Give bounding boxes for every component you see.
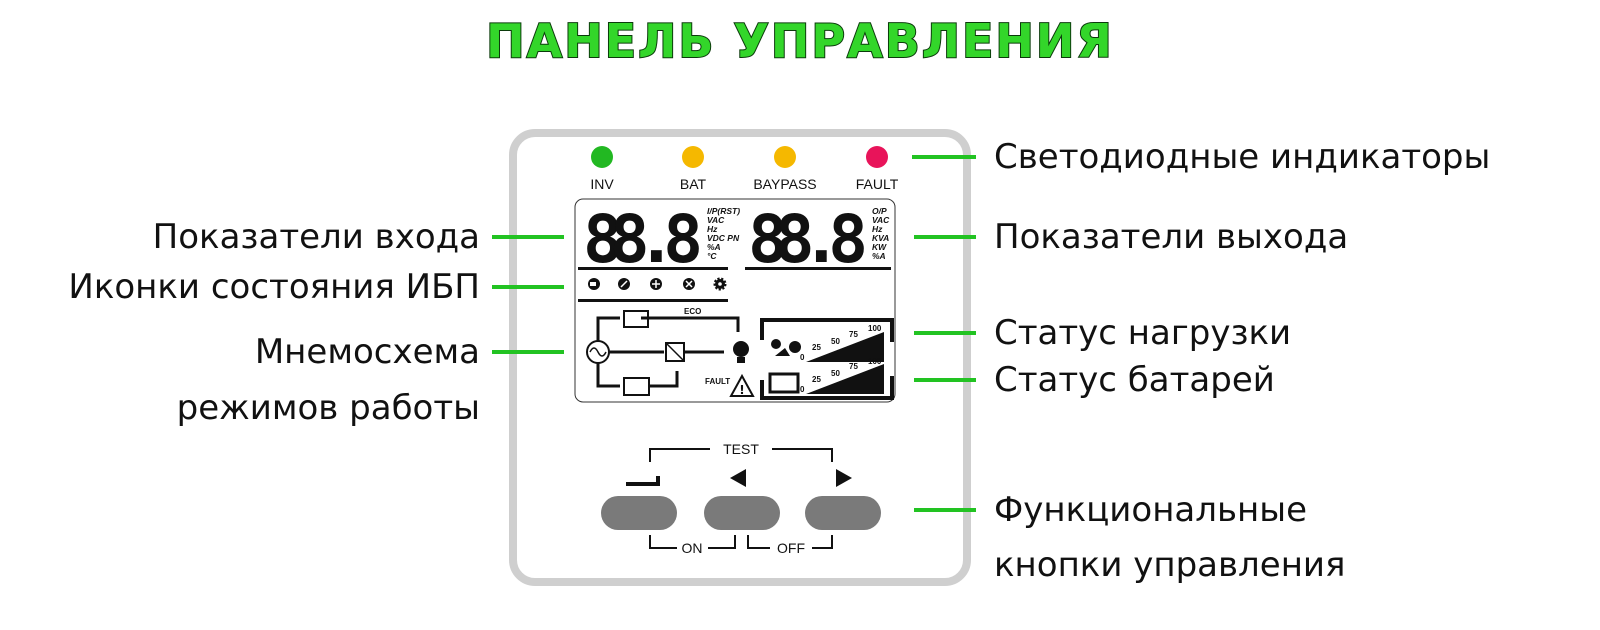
scale-label: 0 — [800, 353, 805, 362]
scale-label: 50 — [831, 337, 840, 346]
unit: VAC — [872, 215, 890, 225]
eco-label: ECO — [684, 307, 701, 316]
maintenance-icon — [683, 278, 695, 290]
leader-line — [914, 235, 976, 239]
battery-icon — [623, 377, 650, 396]
leader-line — [492, 285, 564, 289]
unit: Hz — [872, 224, 883, 234]
left-button[interactable] — [704, 496, 780, 530]
mimic-diagram — [586, 310, 740, 396]
callout-mimic-line1: Мнемосхема — [254, 332, 480, 372]
leader-line — [912, 155, 976, 159]
inverter-icon — [665, 342, 685, 362]
eco-leaf-icon — [618, 278, 630, 290]
fan-icon — [650, 278, 662, 290]
load-bulb-icon — [733, 341, 749, 363]
input-digits: 88.8 — [583, 201, 703, 278]
scale-label: 0 — [800, 385, 805, 394]
enter-icon — [626, 476, 660, 486]
callout-leds: Светодиодные индикаторы — [994, 137, 1491, 177]
led-bypass — [774, 146, 796, 168]
led-label-bat: BAT — [680, 176, 707, 192]
unit: %A — [872, 251, 886, 261]
callout-battery: Статус батарей — [994, 360, 1275, 400]
on-label: ON — [682, 540, 703, 556]
led-label-inv: INV — [590, 176, 614, 192]
output-digits: 88.8 — [748, 201, 868, 278]
unit: O/P — [872, 206, 887, 216]
scale-label: 75 — [849, 330, 858, 339]
led-label-fault: FAULT — [856, 176, 899, 192]
scale-label: 25 — [812, 375, 821, 384]
load-level-bars — [806, 332, 884, 362]
scale-label: 100 — [868, 357, 882, 366]
right-arrow-icon — [836, 469, 852, 487]
left-arrow-icon — [730, 469, 746, 487]
input-units: I/P(RST) VAC Hz VDC PN %A °C — [707, 206, 740, 261]
settings-gear-icon — [713, 277, 727, 291]
unit: Hz — [707, 224, 718, 234]
callout-buttons-line1: Функциональные — [994, 490, 1308, 530]
led-inv — [591, 146, 613, 168]
enter-button[interactable] — [601, 496, 677, 530]
led-fault — [866, 146, 888, 168]
load-level-icon — [771, 339, 801, 356]
callout-load: Статус нагрузки — [994, 313, 1292, 353]
leader-line — [914, 378, 976, 382]
output-units: O/P VAC Hz KVA KW %A — [872, 206, 890, 261]
svg-text:!: ! — [739, 383, 744, 397]
unit: °C — [707, 251, 717, 261]
scale-label: 75 — [849, 362, 858, 371]
led-label-bypass: BAYPASS — [753, 176, 816, 192]
leader-line — [492, 235, 564, 239]
scale-label: 25 — [812, 343, 821, 352]
callout-output: Показатели выхода — [994, 217, 1349, 257]
leader-line — [914, 331, 976, 335]
unit: VDC PN — [707, 233, 740, 243]
off-label: OFF — [777, 540, 805, 556]
callout-input: Показатели входа — [152, 217, 480, 257]
bypass-icon — [623, 310, 649, 328]
warning-icon: ! — [729, 373, 755, 397]
scale-label: 100 — [868, 324, 882, 333]
page-title: ПАНЕЛЬ УПРАВЛЕНИЯ — [485, 13, 1114, 69]
callout-buttons-line2: кнопки управления — [994, 545, 1346, 585]
battery-level-bars — [806, 364, 884, 394]
right-button[interactable] — [805, 496, 881, 530]
unit: VAC — [707, 215, 725, 225]
battery-level-icon — [768, 372, 800, 394]
unit: I/P(RST) — [707, 206, 740, 216]
unit: KW — [872, 242, 887, 252]
callout-mimic-line2: режимов работы — [176, 388, 480, 428]
fault-label: FAULT — [705, 377, 730, 386]
callout-icons: Иконки состояния ИБП — [68, 267, 480, 307]
test-label: TEST — [723, 441, 759, 457]
leader-line — [914, 508, 976, 512]
led-bat — [682, 146, 704, 168]
scale-label: 50 — [831, 369, 840, 378]
unit: %A — [707, 242, 721, 252]
buzzer-icon — [588, 278, 600, 290]
leader-line — [492, 350, 564, 354]
unit: KVA — [872, 233, 889, 243]
